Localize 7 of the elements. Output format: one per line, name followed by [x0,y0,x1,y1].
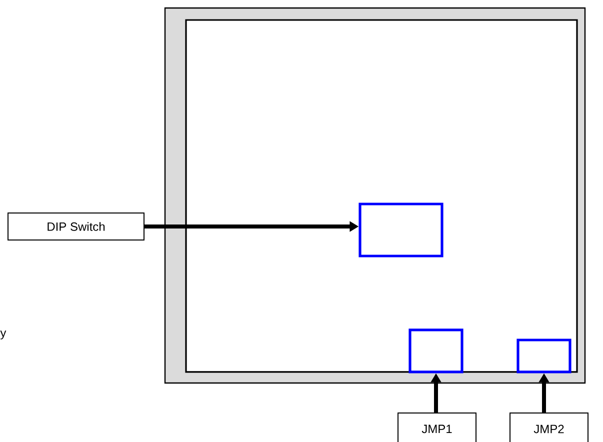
text-fragment: y [0,330,6,340]
jumper-outline [516,338,572,374]
callout-box: JMP1 [398,412,476,442]
callout-box: JMP2 [510,412,588,442]
switch-outline [358,202,444,258]
jumper-outline [408,328,464,374]
callout-box: DIP Switch [8,212,144,240]
